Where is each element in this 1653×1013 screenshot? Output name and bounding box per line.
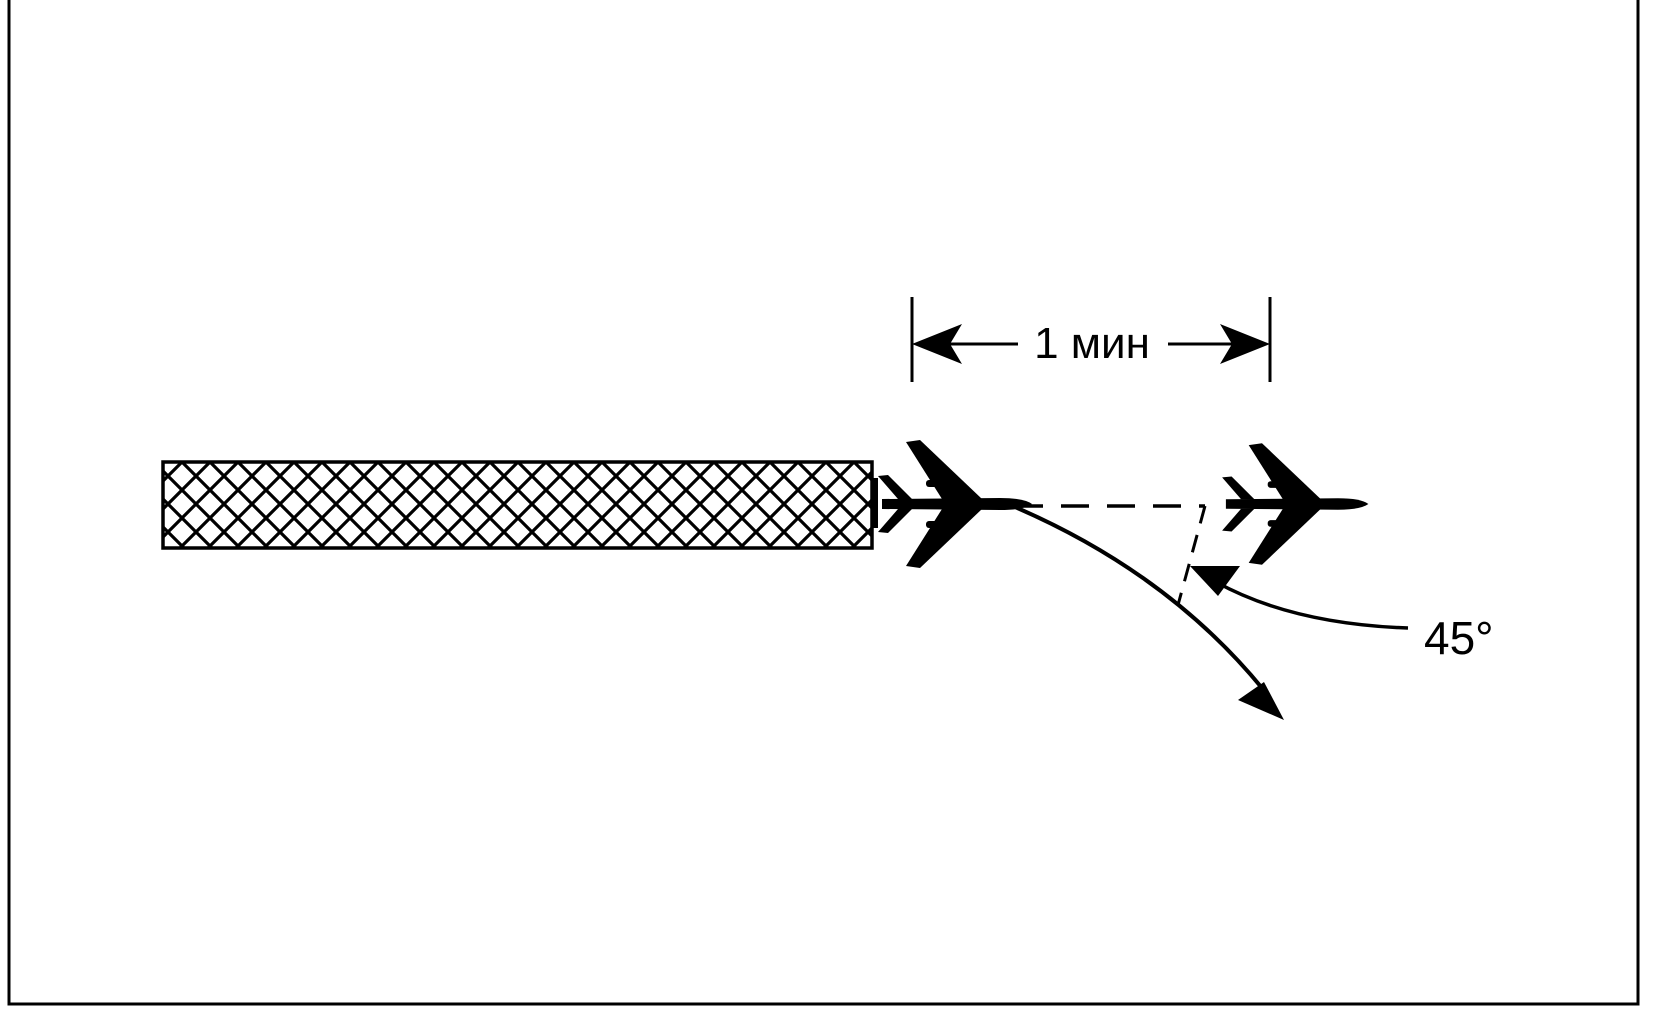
arrow-left-icon bbox=[1190, 566, 1240, 596]
arrow-right-icon bbox=[1220, 324, 1270, 364]
angle-indicator bbox=[1190, 566, 1409, 630]
diverging-track bbox=[1007, 502, 1284, 720]
arrow-left-icon bbox=[912, 324, 962, 364]
angle-label: 45° bbox=[1424, 612, 1494, 664]
airplane-icon bbox=[1222, 443, 1369, 565]
arrowhead-icon bbox=[1238, 682, 1284, 720]
interval-dimension bbox=[910, 297, 1272, 382]
diagram-frame bbox=[7, 0, 1640, 1006]
interval-label: 1 мин bbox=[1034, 319, 1150, 368]
runway bbox=[161, 460, 878, 550]
reference-dashed-line bbox=[1176, 505, 1207, 606]
